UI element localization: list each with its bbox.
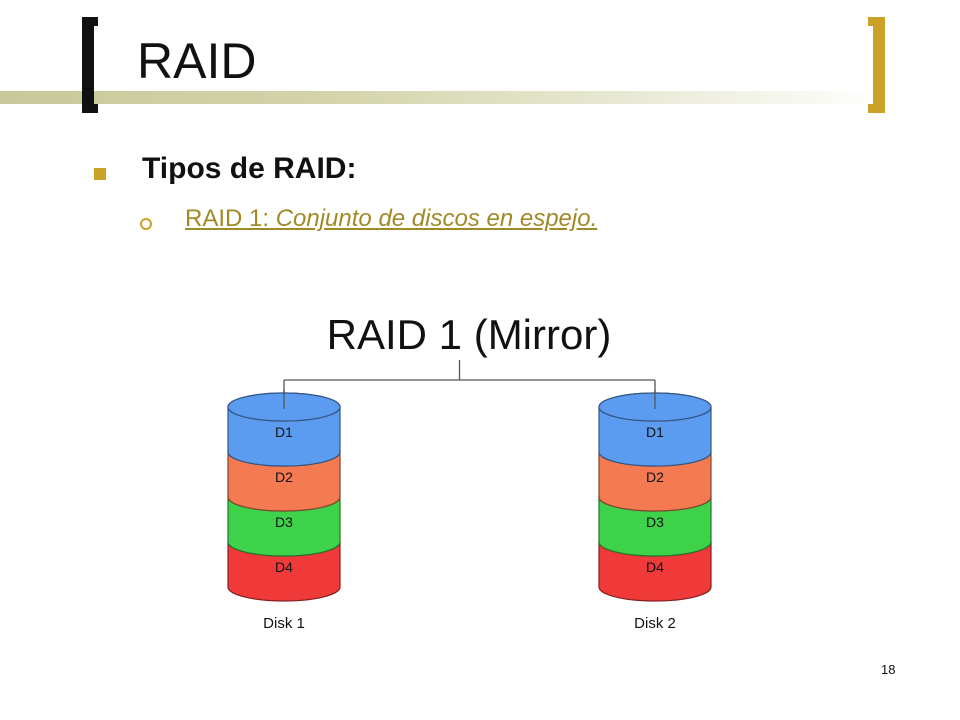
sub-bullet-prefix: RAID 1:: [185, 205, 270, 232]
disk-2-block-label-d3: D3: [646, 514, 664, 530]
disk-2-block-label-d4: D4: [646, 559, 664, 575]
disk-1-block-label-d1: D1: [275, 424, 293, 440]
title-accent-bar: [0, 91, 885, 104]
sub-bullet-description: Conjunto de discos en espejo.: [269, 205, 598, 232]
title-right-bracket: [868, 17, 885, 113]
title-left-bracket: [82, 17, 98, 113]
disk-2-label: Disk 2: [634, 615, 676, 632]
disk-1-block-label-d2: D2: [275, 469, 293, 485]
disk-1-block-label-d4: D4: [275, 559, 293, 575]
disk-1-label: Disk 1: [263, 615, 305, 632]
sub-bullet-text: RAID 1: Conjunto de discos en espejo.: [185, 205, 597, 233]
mirror-connector-lines: [283, 360, 656, 409]
page-number: 18: [881, 662, 896, 677]
bullet-heading: Tipos de RAID:: [142, 152, 357, 185]
diagram-title: RAID 1 (Mirror): [327, 311, 612, 358]
disk-1-block-label-d3: D3: [275, 514, 293, 530]
disk-2-block-label-d1: D1: [646, 424, 664, 440]
square-bullet-icon: [94, 168, 106, 180]
slide-title: RAID: [137, 33, 257, 89]
disk-2-block-label-d2: D2: [646, 469, 664, 485]
ring-bullet-icon: [140, 218, 152, 230]
